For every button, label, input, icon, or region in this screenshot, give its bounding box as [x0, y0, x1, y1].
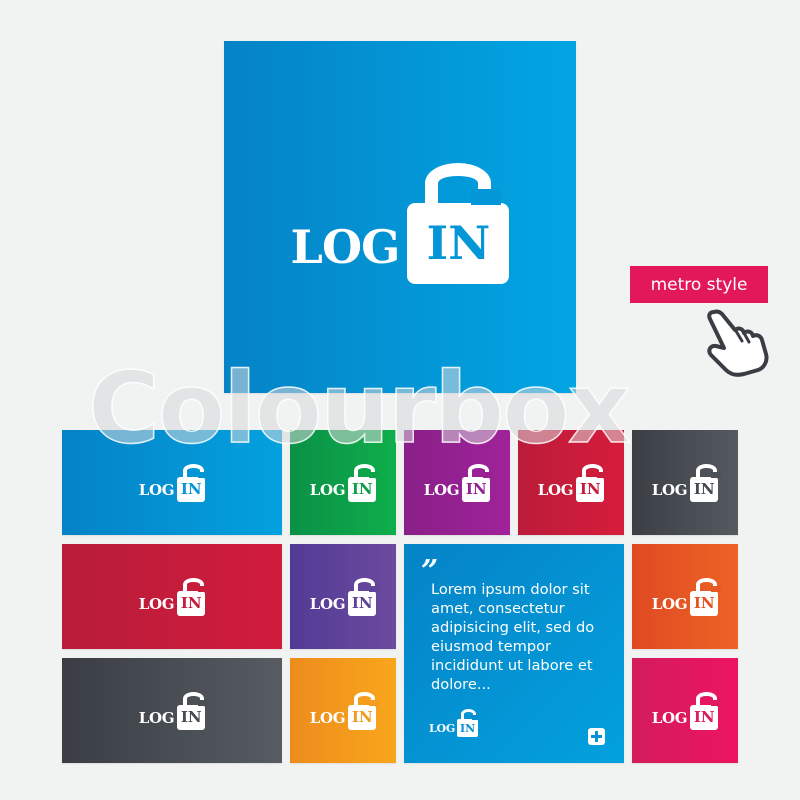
in-text: IN [693, 479, 715, 498]
login-tile-orange-red[interactable]: LOG IN [632, 544, 738, 649]
shackle-icon [354, 691, 376, 705]
in-text: IN [351, 593, 373, 612]
shackle-icon [354, 463, 376, 477]
in-text: IN [351, 479, 373, 498]
login-logo: LOG IN [290, 162, 510, 284]
lock-body: IN [576, 476, 605, 502]
lock-body: IN [407, 202, 510, 284]
hero-login-tile[interactable]: LOG IN [224, 41, 576, 393]
padlock-open-icon: IN [690, 691, 722, 730]
padlock-open-icon: IN [457, 709, 480, 737]
login-logo: LOG IN [651, 577, 722, 616]
log-text: LOG [138, 594, 175, 613]
login-logo: LOG IN [138, 577, 209, 616]
login-tile-violet[interactable]: LOG IN [290, 544, 396, 649]
login-logo: LOG IN [309, 691, 380, 730]
login-tile-red-wide[interactable]: LOG IN [62, 544, 282, 649]
login-tile-blue-wide[interactable]: LOG IN [62, 430, 282, 535]
shackle-icon [183, 577, 205, 591]
log-text: LOG [138, 480, 175, 499]
in-text: IN [693, 707, 715, 726]
in-text: IN [351, 707, 373, 726]
login-logo: LOG IN [138, 691, 209, 730]
padlock-open-icon: IN [177, 691, 209, 730]
log-text: LOG [423, 480, 460, 499]
login-tile-gray-wide[interactable]: LOG IN [62, 658, 282, 763]
lock-body: IN [457, 719, 479, 737]
login-logo: LOG IN [651, 463, 722, 502]
lock-body: IN [177, 476, 206, 502]
login-tile-gray[interactable]: LOG IN [632, 430, 738, 535]
shackle-icon [696, 463, 718, 477]
lock-body: IN [348, 704, 377, 730]
shackle-icon [183, 691, 205, 705]
padlock-open-icon: IN [348, 577, 380, 616]
log-text: LOG [309, 480, 346, 499]
login-tile-green[interactable]: LOG IN [290, 430, 396, 535]
log-text: LOG [309, 594, 346, 613]
log-text: LOG [651, 594, 688, 613]
log-text: LOG [309, 708, 346, 727]
login-logo: LOG IN [423, 463, 494, 502]
log-text: LOG [290, 219, 401, 274]
log-text: LOG [651, 708, 688, 727]
padlock-open-icon: IN [462, 463, 494, 502]
login-logo: LOG IN [138, 463, 209, 502]
quote-mark-icon: ” [421, 554, 439, 589]
padlock-open-icon: IN [690, 577, 722, 616]
shackle-icon [183, 463, 205, 477]
log-text: LOG [429, 722, 456, 735]
login-tile-pink[interactable]: LOG IN [632, 658, 738, 763]
login-logo: LOG IN [429, 709, 480, 737]
shackle-icon [582, 463, 604, 477]
in-text: IN [180, 593, 202, 612]
login-logo: LOG IN [651, 691, 722, 730]
padlock-open-icon: IN [177, 463, 209, 502]
shackle-icon [696, 577, 718, 591]
lock-body: IN [690, 704, 719, 730]
shackle-icon [354, 577, 376, 591]
lock-body: IN [690, 590, 719, 616]
lock-body: IN [690, 476, 719, 502]
shackle-icon [461, 709, 477, 719]
login-tile-orange[interactable]: LOG IN [290, 658, 396, 763]
plus-icon[interactable] [588, 728, 605, 745]
lock-body: IN [177, 704, 206, 730]
in-text: IN [459, 721, 476, 735]
login-tile-red[interactable]: LOG IN [518, 430, 624, 535]
in-text: IN [693, 593, 715, 612]
login-tile-purple[interactable]: LOG IN [404, 430, 510, 535]
padlock-open-icon: IN [576, 463, 608, 502]
log-text: LOG [537, 480, 574, 499]
in-text: IN [579, 479, 601, 498]
padlock-open-icon: IN [690, 463, 722, 502]
padlock-open-icon: IN [348, 691, 380, 730]
login-logo: LOG IN [309, 463, 380, 502]
log-text: LOG [138, 708, 175, 727]
lock-body: IN [348, 476, 377, 502]
in-text: IN [426, 216, 491, 270]
hand-pointer-icon [707, 309, 769, 377]
quote-tile[interactable]: ” Lorem ipsum dolor sit amet, consectetu… [404, 544, 624, 763]
log-text: LOG [651, 480, 688, 499]
login-logo: LOG IN [309, 577, 380, 616]
quote-text: Lorem ipsum dolor sit amet, consectetur … [431, 581, 595, 693]
in-text: IN [180, 479, 202, 498]
shackle-icon [468, 463, 490, 477]
login-logo: LOG IN [537, 463, 608, 502]
in-text: IN [465, 479, 487, 498]
lock-body: IN [177, 590, 206, 616]
in-text: IN [180, 707, 202, 726]
padlock-open-icon: IN [348, 463, 380, 502]
padlock-open-icon: IN [177, 577, 209, 616]
lock-body: IN [348, 590, 377, 616]
padlock-open-icon: IN [407, 162, 510, 284]
lock-body: IN [462, 476, 491, 502]
shackle-icon [696, 691, 718, 705]
metro-style-badge[interactable]: metro style [630, 266, 768, 303]
